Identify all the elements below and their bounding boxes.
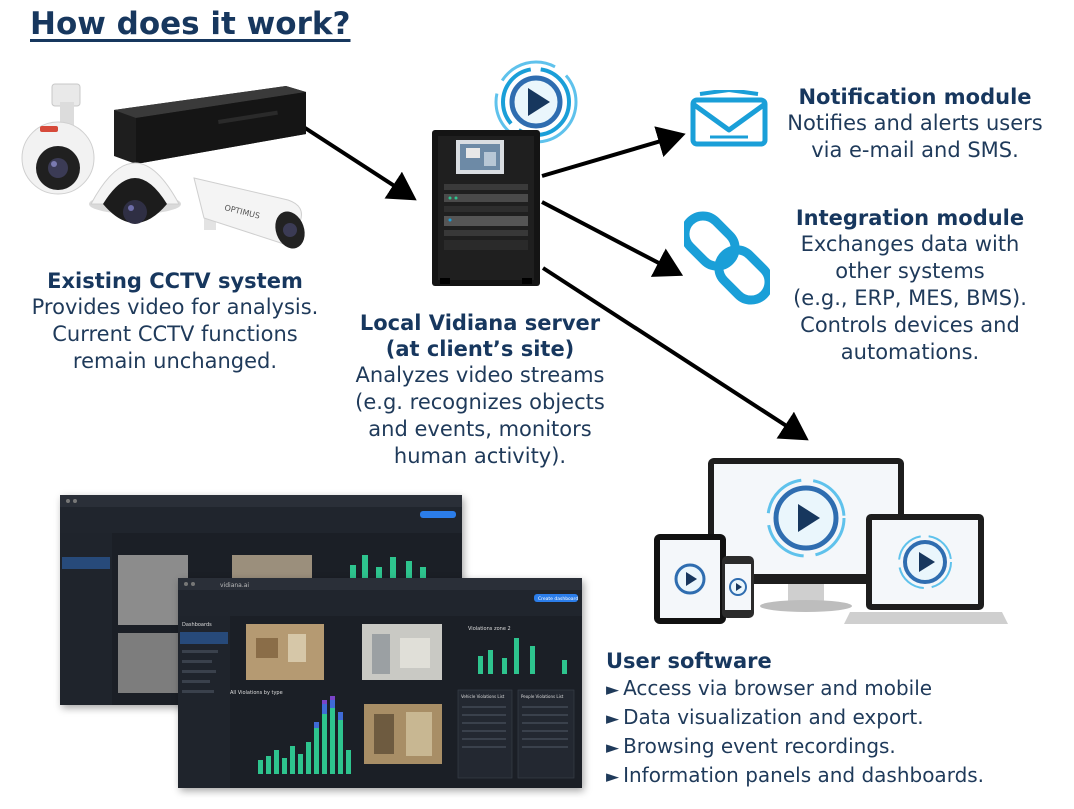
integration-heading: Integration module [795, 206, 1025, 230]
cctv-heading: Existing CCTV system [47, 269, 303, 293]
dashboard-section-label: Dashboards [182, 622, 212, 628]
cctv-cameras-icon: OPTIMUS [21, 83, 306, 249]
vehicle-table-title: Vehicle Violations List [461, 694, 505, 699]
monitor-icon [708, 458, 904, 612]
notification-line-1: Notifies and alerts users [787, 111, 1043, 135]
people-table-title: People Violations List [521, 694, 564, 699]
page-title: How does it work? [30, 6, 351, 42]
user-software-description: User software ►Access via browser and mo… [606, 648, 1071, 791]
arrow-server-to-notification [541, 126, 686, 178]
chain-link-icon [684, 211, 770, 305]
arrow-server-to-user-software [541, 266, 809, 441]
notification-line-2: via e-mail and SMS. [811, 138, 1019, 162]
ptz-camera-icon [21, 83, 95, 195]
triangle-bullet-icon: ► [606, 767, 620, 787]
user-software-item: ►Access via browser and mobile [606, 676, 933, 700]
notification-heading: Notification module [798, 85, 1032, 109]
integration-line-2: other systems [835, 259, 985, 283]
integration-line-5: automations. [840, 340, 980, 364]
integration-line-3: (e.g., ERP, MES, BMS). [793, 286, 1027, 310]
vidiana-logo-icon [494, 60, 578, 144]
integration-description: Integration module Exchanges data with o… [760, 205, 1060, 366]
user-software-item: ►Data visualization and export. [606, 705, 924, 729]
notification-description: Notification module Notifies and alerts … [760, 84, 1070, 164]
server-rack-icon [432, 130, 540, 286]
nvr-recorder-icon [114, 86, 306, 164]
server-heading-1: Local Vidiana server [359, 311, 601, 335]
integration-line-1: Exchanges data with [800, 232, 1020, 256]
phone-icon [722, 556, 754, 618]
violations-chart-title: All Violations by type [230, 690, 283, 696]
tablet-icon [654, 534, 726, 624]
cctv-line-3: remain unchanged. [72, 349, 278, 373]
integration-line-4: Controls devices and [800, 313, 1020, 337]
server-heading-2: (at client’s site) [385, 337, 575, 361]
server-description: Local Vidiana server (at client’s site) … [330, 310, 630, 470]
server-line-1: Analyzes video streams [355, 363, 605, 387]
dome-camera-icon [89, 162, 181, 224]
devices-icon [654, 458, 1008, 624]
triangle-bullet-icon: ► [606, 680, 620, 700]
user-software-heading: User software [606, 649, 772, 673]
laptop-icon [844, 514, 1008, 624]
cctv-line-1: Provides video for analysis. [31, 295, 319, 319]
envelope-icon [690, 90, 768, 147]
bullet-camera-icon: OPTIMUS [193, 177, 305, 249]
triangle-bullet-icon: ► [606, 709, 620, 729]
server-line-3: and events, monitors [368, 417, 592, 441]
triangle-bullet-icon: ► [606, 738, 620, 758]
arrow-server-to-integration [541, 200, 684, 277]
user-software-item: ►Information panels and dashboards. [606, 763, 985, 787]
zone-chart-title: Violations zone 2 [468, 626, 511, 632]
user-software-item: ►Browsing event recordings. [606, 734, 896, 758]
server-line-4: human activity). [393, 444, 567, 468]
cctv-description: Existing CCTV system Provides video for … [0, 268, 350, 375]
create-dashboard-label: Create dashboard [538, 596, 578, 602]
dashboard-url: vidiana.ai [220, 582, 249, 589]
arrow-cctv-to-server [300, 124, 417, 201]
cctv-line-2: Current CCTV functions [52, 322, 298, 346]
dashboard-screenshot-front: vidiana.ai Create dashboard Dashboards V… [178, 578, 582, 788]
server-line-2: (e.g. recognizes objects [355, 390, 605, 414]
